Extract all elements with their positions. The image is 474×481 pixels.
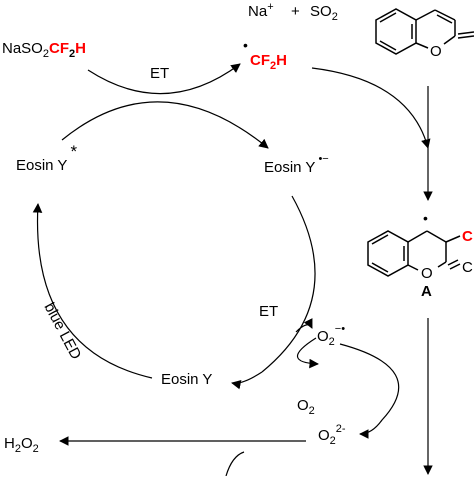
- hydrogen-peroxide: H2O2: [4, 435, 39, 455]
- et-arrow-top: [87, 63, 241, 95]
- sodium-cation: Na+: [248, 1, 274, 20]
- intermediate-label: A: [421, 283, 432, 300]
- superoxide-forming-arrow: [295, 318, 313, 333]
- radical-addition-arrow: [311, 67, 431, 149]
- sodium-difluoromethanesulfinate: NaSO2CF2H: [2, 40, 86, 60]
- et-label-top: ET: [150, 65, 169, 82]
- peroxide-dianion: O22-: [318, 423, 346, 447]
- plus-sign: +: [291, 3, 300, 20]
- chromene-ring-oxygen: O: [430, 43, 442, 60]
- sulfur-dioxide: SO2: [310, 3, 338, 23]
- intermediate-cf2h-fragment: C: [462, 228, 473, 245]
- eosin-excited-state: Eosin Y*: [16, 142, 77, 174]
- et-label-middle: ET: [259, 303, 278, 320]
- dioxygen: O2: [297, 397, 315, 417]
- superoxide-to-peroxide-arc: [339, 343, 400, 439]
- difluoromethyl-radical: CF2H: [250, 52, 287, 72]
- o2-reduction-arc: [297, 337, 319, 369]
- radical-dot-cf2h: •: [243, 37, 248, 53]
- excitation-arc: [32, 203, 153, 379]
- blue-led-label: blue LED: [40, 300, 84, 363]
- cycle-right-arc: [261, 195, 316, 373]
- lower-partial-arc: [225, 451, 245, 477]
- intermediate-radical-dot: •: [423, 210, 428, 226]
- superoxide-radical-anion: O2−•: [317, 323, 345, 348]
- oxidative-arc: [61, 101, 269, 149]
- intermediate-ring-oxygen: O: [421, 265, 433, 282]
- eosin-radical-anion: Eosin Y•−: [264, 153, 329, 176]
- intermediate-carbonyl-carbon: C: [462, 259, 473, 276]
- eosin-ground-state: Eosin Y: [161, 371, 212, 388]
- cycle-bottom-arc: [231, 371, 263, 390]
- intermediate-a-structure: O • C C A: [367, 210, 473, 300]
- chromene-structure: O: [375, 8, 474, 60]
